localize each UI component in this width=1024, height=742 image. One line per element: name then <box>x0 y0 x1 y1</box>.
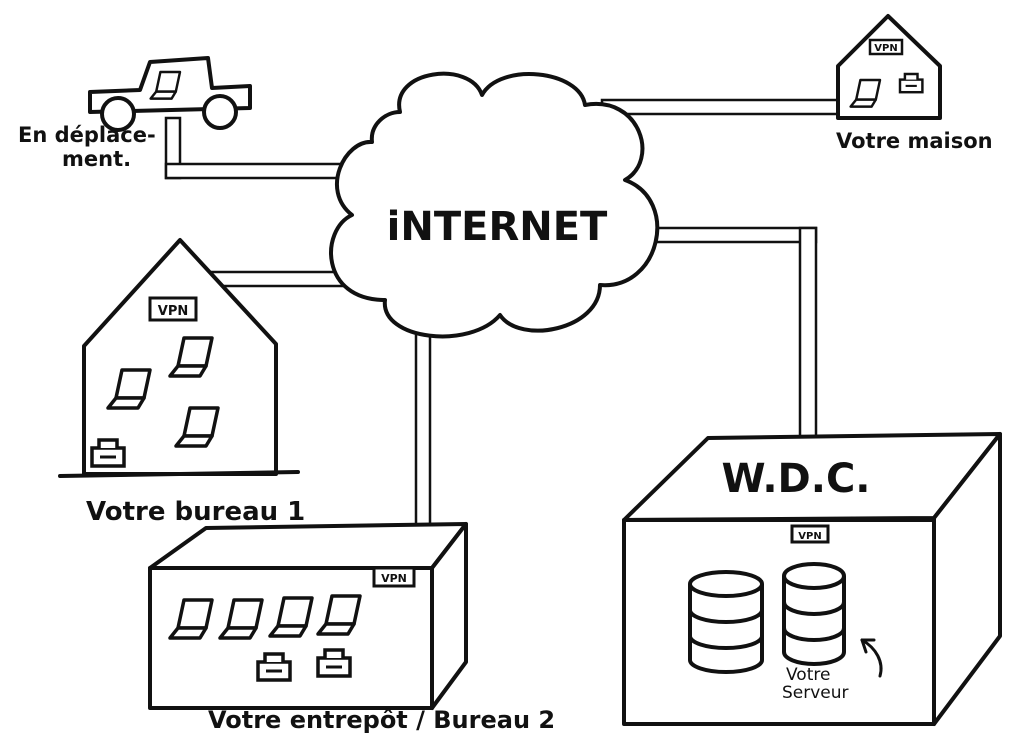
datacenter-side-face <box>932 432 1002 726</box>
warehouse-top-face <box>148 522 468 570</box>
car-wheel-rear <box>202 94 238 130</box>
database-icon <box>688 570 764 674</box>
vpn-label-warehouse: VPN <box>381 572 407 585</box>
datacenter-front-face <box>622 518 936 726</box>
cloud-icon <box>329 71 660 339</box>
vpn-label-office1: VPN <box>158 304 188 319</box>
vpn-box-home <box>868 38 904 56</box>
cable-warehouse <box>414 318 432 530</box>
travel-label-line2: ment. <box>62 147 131 171</box>
warehouse-label: Votre entrepôt / Bureau 2 <box>208 706 555 734</box>
ground-line <box>58 470 300 478</box>
home-label: Votre maison <box>836 129 993 153</box>
warehouse-node: VPN Votre entrepôt / Bureau 2 <box>148 522 555 734</box>
car-wheel-front <box>100 96 136 132</box>
travel-label-line1: En déplace- <box>18 123 156 147</box>
internet-label: iNTERNET <box>387 204 608 250</box>
arrow-icon <box>860 638 883 678</box>
cable-datacenter-horizontal <box>634 226 818 244</box>
vpn-box-warehouse <box>372 566 416 588</box>
vpn-box-office1 <box>148 296 198 322</box>
datacenter-label: W.D.C. <box>721 456 870 502</box>
office1-label: Votre bureau 1 <box>86 497 305 527</box>
internet-cloud: iNTERNET <box>329 71 660 339</box>
office1-node: VPN Votre bureau 1 <box>58 238 305 527</box>
vpn-label-home: VPN <box>874 43 897 54</box>
datacenter-node: W.D.C. VPN Votre Serveur <box>622 432 1002 726</box>
server-label-line1: Votre <box>786 665 830 685</box>
warehouse-side-face <box>430 522 468 710</box>
server-label-line2: Serveur <box>782 683 849 703</box>
arrow-head-icon <box>860 638 876 654</box>
vpn-label-datacenter: VPN <box>798 531 821 542</box>
cable-datacenter-vertical <box>798 226 818 440</box>
database-icon <box>782 562 846 666</box>
vpn-box-datacenter <box>790 524 830 544</box>
cable-home <box>600 98 842 116</box>
travel-node: En déplace- ment. <box>18 56 252 171</box>
home-node: VPN Votre maison <box>836 14 993 153</box>
